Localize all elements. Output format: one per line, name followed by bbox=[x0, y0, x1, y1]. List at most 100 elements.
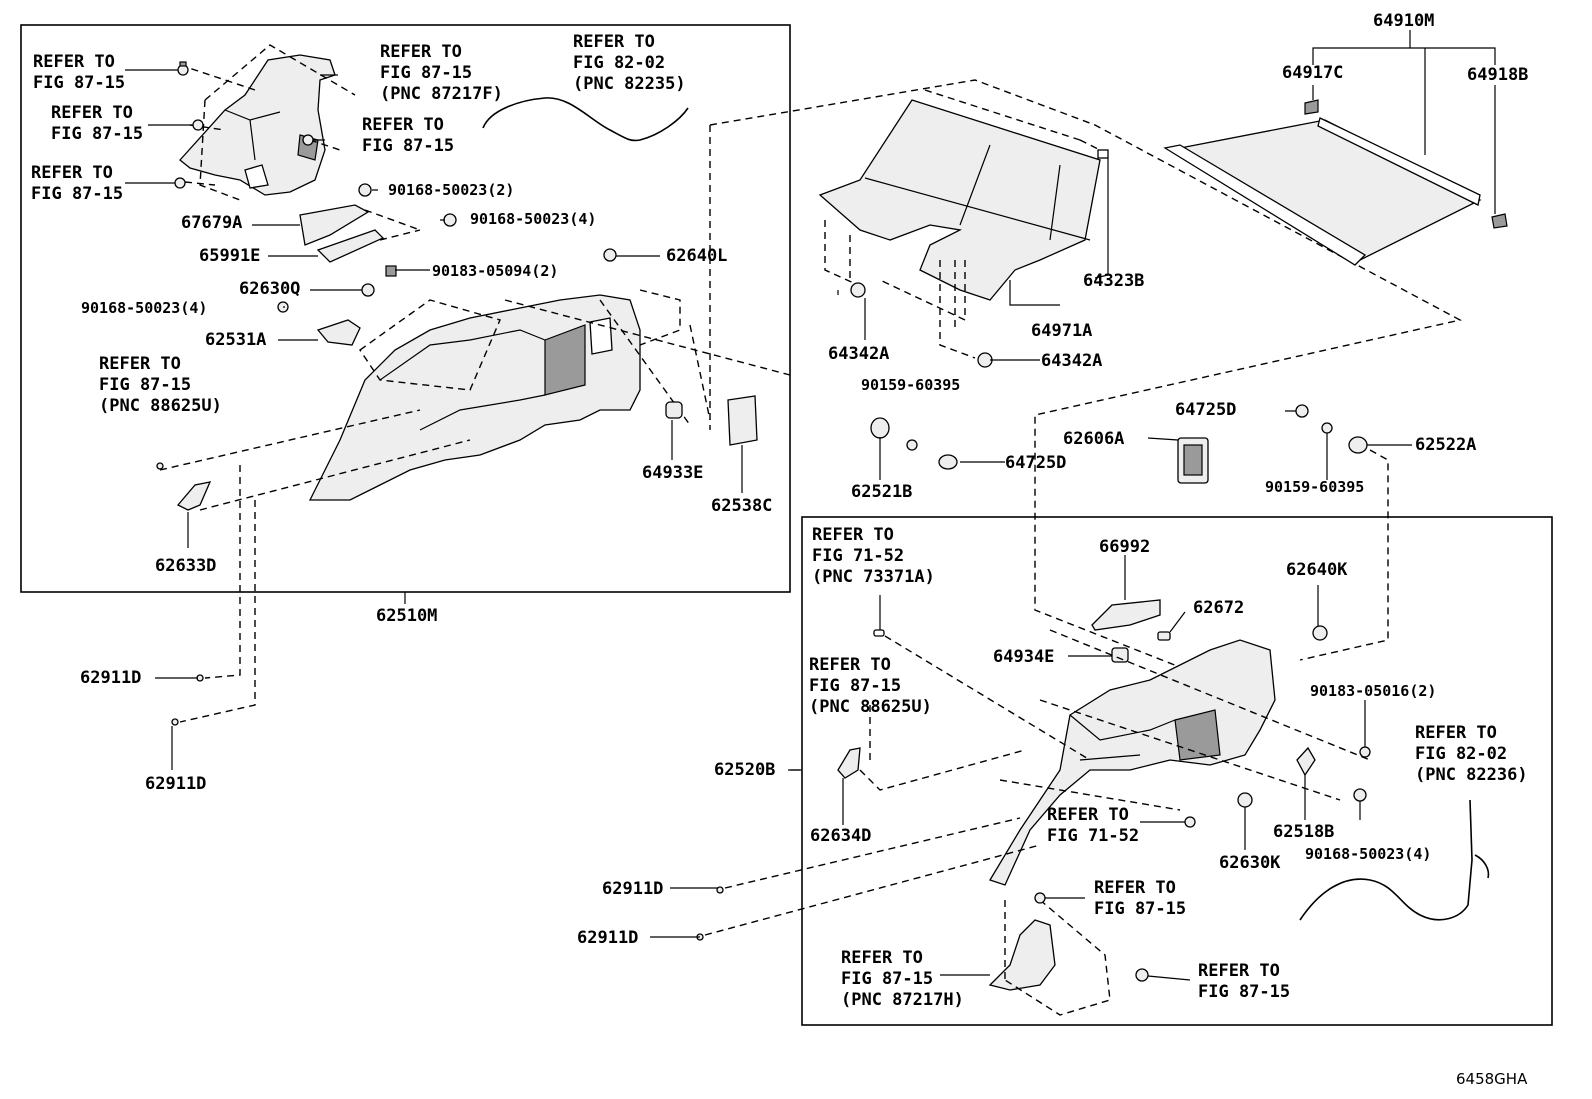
diagram-code: 6458GHA bbox=[1456, 1070, 1528, 1088]
clip-icon bbox=[977, 352, 993, 368]
part-number: 62633D bbox=[155, 556, 217, 576]
part-number: 90168-50023(4) bbox=[81, 299, 208, 317]
wire-harness-82236 bbox=[1299, 799, 1473, 921]
screw-icon bbox=[1353, 788, 1367, 802]
screw-icon bbox=[443, 213, 457, 227]
clip-icon bbox=[1184, 816, 1196, 828]
part-number: 90183-05016(2) bbox=[1310, 682, 1437, 700]
screw-icon bbox=[906, 439, 918, 451]
clip-icon bbox=[603, 248, 617, 262]
refer-label: REFER TO FIG 87-15 bbox=[1094, 878, 1187, 919]
part-number: 62630K bbox=[1219, 853, 1281, 873]
cover-62634D bbox=[837, 747, 861, 779]
part-number: 64323B bbox=[1083, 271, 1145, 291]
group-number: 62510M bbox=[376, 606, 438, 626]
part-number: 64934E bbox=[993, 647, 1055, 667]
refer-label: REFER TO FIG 87-15 (PNC 87217F) bbox=[380, 42, 503, 104]
cap-icon bbox=[1348, 436, 1368, 454]
part-number: 62531A bbox=[205, 330, 267, 350]
clip-icon bbox=[1312, 625, 1328, 641]
clip-icon bbox=[192, 119, 204, 131]
screw-icon bbox=[1295, 404, 1309, 418]
refer-label: REFER TO FIG 71-52 bbox=[1047, 805, 1140, 846]
end-cap-64917C bbox=[1304, 99, 1319, 115]
deck-board bbox=[818, 99, 1101, 301]
lower-right-group-box bbox=[801, 516, 1553, 1026]
rear-quarter-trim-right bbox=[989, 639, 1276, 886]
part-number: 62911D bbox=[577, 928, 639, 948]
refer-label: REFER TO FIG 87-15 (PNC 87217H) bbox=[841, 948, 964, 1010]
refer-label: REFER TO FIG 82-02 (PNC 82236) bbox=[1415, 723, 1528, 785]
part-number: 62634D bbox=[810, 826, 872, 846]
garnish-67679A bbox=[299, 204, 370, 246]
bracket-62518B bbox=[1296, 746, 1316, 777]
group-number: 62520B bbox=[714, 760, 776, 780]
part-number: 90159-60395 bbox=[861, 376, 961, 394]
part-number: 64910M bbox=[1373, 11, 1435, 31]
retainer-icon bbox=[870, 417, 890, 439]
part-number: 64918B bbox=[1467, 65, 1529, 85]
box-66992 bbox=[1091, 599, 1161, 631]
part-number: 62911D bbox=[145, 774, 207, 794]
part-number: 62911D bbox=[80, 668, 142, 688]
rear-quarter-trim-left bbox=[308, 294, 641, 501]
part-number: 67679A bbox=[181, 213, 243, 233]
part-number: 64933E bbox=[642, 463, 704, 483]
screw-icon bbox=[1321, 422, 1333, 434]
nut-icon bbox=[1359, 746, 1371, 758]
part-number: 66992 bbox=[1099, 537, 1151, 557]
cover-62633D bbox=[176, 481, 212, 511]
part-number: 64917C bbox=[1282, 63, 1344, 83]
clip-icon bbox=[665, 401, 683, 419]
wire-harness-82235 bbox=[482, 97, 689, 142]
part-number: 62640L bbox=[666, 246, 728, 266]
screw-icon bbox=[1034, 892, 1046, 904]
part-number: 62521B bbox=[851, 482, 913, 502]
part-number: 62630Q bbox=[239, 279, 301, 299]
part-number: 90183-05094(2) bbox=[432, 262, 559, 280]
nut-icon bbox=[385, 265, 397, 277]
clip-icon bbox=[361, 283, 375, 297]
screw-icon bbox=[358, 183, 372, 197]
refer-label: REFER TO FIG 87-15 bbox=[362, 115, 455, 156]
part-number: 62522A bbox=[1415, 435, 1477, 455]
part-number: 64725D bbox=[1175, 400, 1237, 420]
refer-label: REFER TO FIG 87-15 bbox=[1198, 961, 1291, 1002]
holder-65991E bbox=[316, 229, 385, 263]
refer-label: REFER TO FIG 71-52 (PNC 73371A) bbox=[812, 525, 935, 587]
tonneau-cover bbox=[1163, 117, 1482, 266]
part-number: 90168-50023(2) bbox=[388, 181, 515, 199]
lower-bracket-part bbox=[988, 919, 1056, 991]
part-number: 62911D bbox=[602, 879, 664, 899]
screw-icon bbox=[1135, 968, 1149, 982]
refer-label: REFER TO FIG 87-15 (PNC 88625U) bbox=[809, 655, 932, 717]
refer-label: REFER TO FIG 82-02 (PNC 82235) bbox=[573, 32, 686, 94]
clip-icon bbox=[1237, 792, 1253, 808]
part-number: 65991E bbox=[199, 246, 261, 266]
part-number: 90168-50023(4) bbox=[1305, 845, 1432, 863]
clip-icon bbox=[174, 177, 186, 189]
part-number: 62606A bbox=[1063, 429, 1125, 449]
part-number: 90168-50023(4) bbox=[470, 210, 597, 228]
clip-icon bbox=[177, 61, 189, 76]
refer-label: REFER TO FIG 87-15 (PNC 88625U) bbox=[99, 354, 222, 416]
bracket-62531A bbox=[316, 319, 361, 346]
part-number: 62640K bbox=[1286, 560, 1348, 580]
part-number: 62538C bbox=[711, 496, 773, 516]
part-number: 62518B bbox=[1273, 822, 1335, 842]
refer-label: REFER TO FIG 87-15 bbox=[51, 103, 144, 144]
part-number: 64725D bbox=[1005, 453, 1067, 473]
part-number: 62672 bbox=[1193, 598, 1245, 618]
clip-icon bbox=[850, 282, 866, 298]
cap-icon bbox=[938, 454, 958, 470]
refer-label: REFER TO FIG 87-15 bbox=[31, 163, 124, 204]
refer-label: REFER TO FIG 87-15 bbox=[33, 52, 126, 93]
part-number: 64342A bbox=[1041, 351, 1103, 371]
part-number: 64971A bbox=[1031, 321, 1093, 341]
clip-icon bbox=[302, 134, 314, 146]
part-number: 90159-60395 bbox=[1265, 478, 1365, 496]
cover-62538C bbox=[727, 395, 758, 446]
end-cap-64918B bbox=[1491, 213, 1508, 229]
part-number: 64342A bbox=[828, 344, 890, 364]
